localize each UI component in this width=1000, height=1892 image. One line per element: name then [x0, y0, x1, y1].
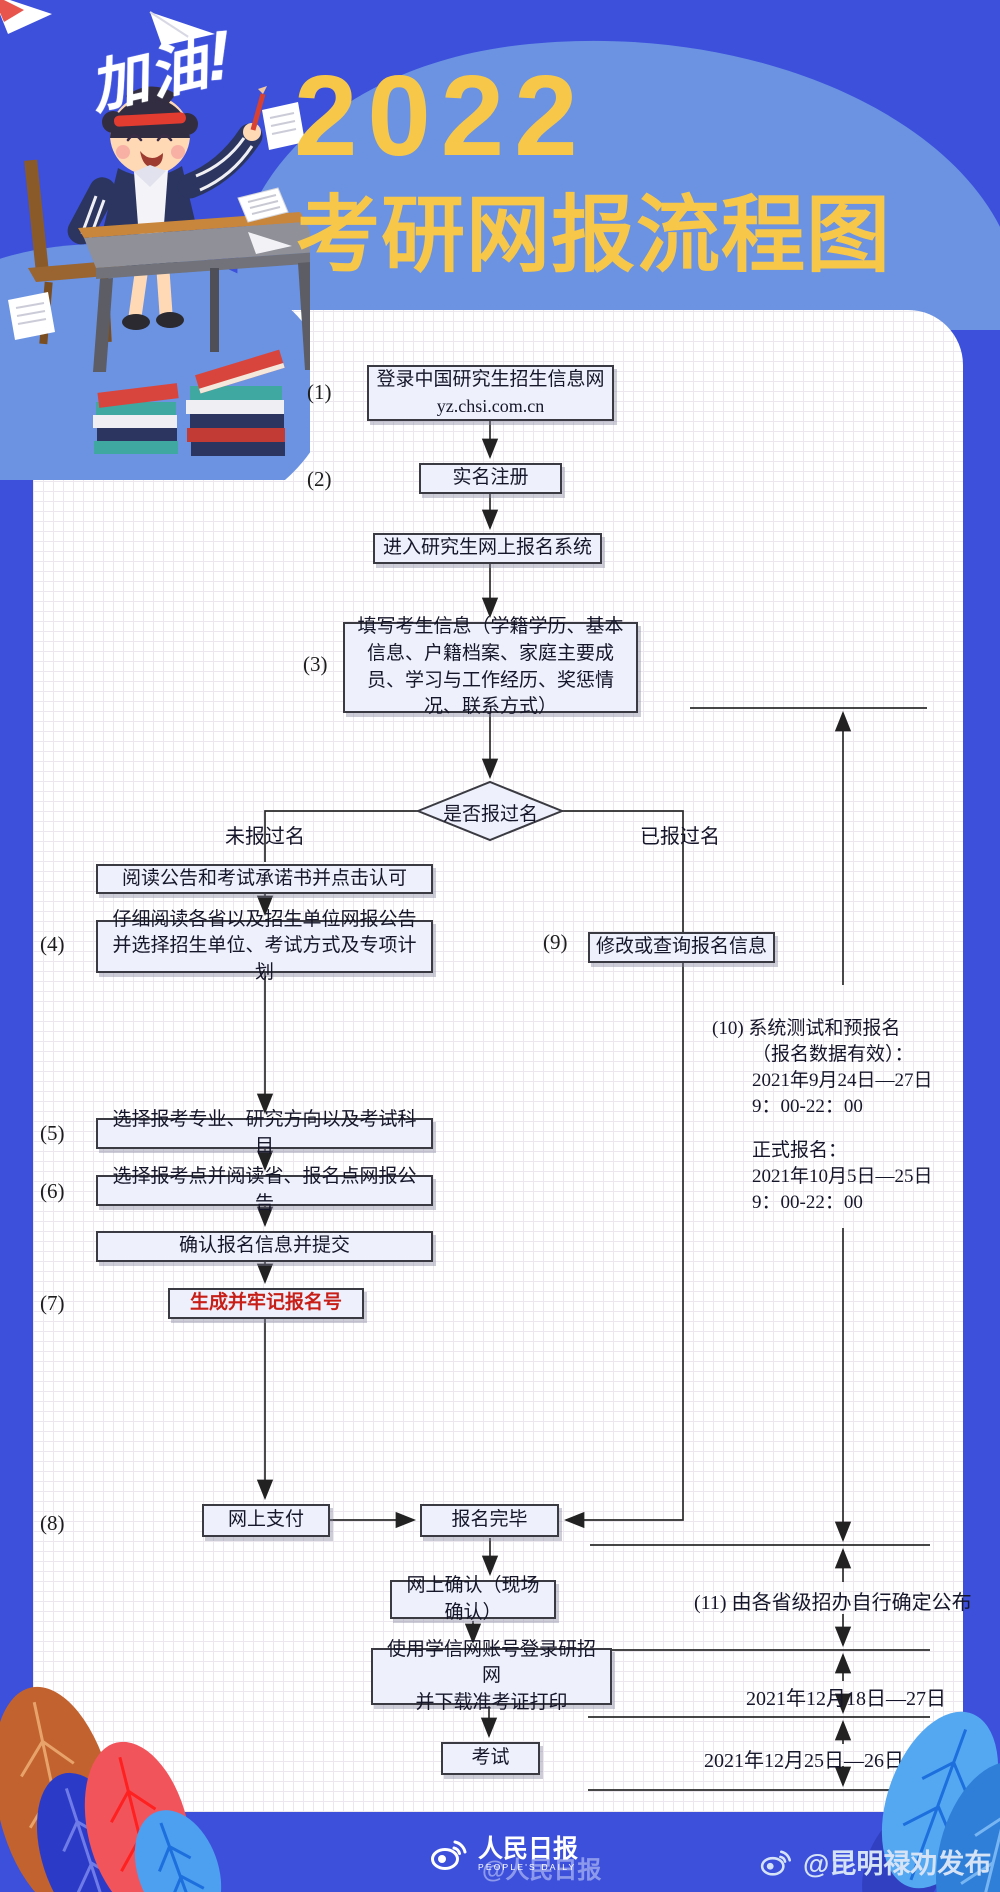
- step-fill-info-box: 填写考生信息（学籍学历、基本信息、户籍档案、家庭主要成员、学习与工作经历、奖惩情…: [343, 616, 638, 717]
- step-download-box: 使用学信网账号登录研招网 并下载准考证打印: [371, 1639, 612, 1713]
- title-year: 2022: [294, 53, 588, 180]
- step-choose-site-box: 选择报考点并阅读省、报名点网报公告: [96, 1166, 433, 1214]
- step-read-province-box: 仔细阅读各省以及招生单位网报公告 并选择招生单位、考试方式及专项计划: [96, 909, 433, 983]
- step-enter-system-box: 进入研究生网上报名系统: [373, 533, 602, 564]
- desk: [78, 187, 310, 372]
- step-number-6: (6): [40, 1179, 65, 1203]
- step-confirm-box: 网上确认（现场确认）: [390, 1575, 556, 1623]
- publisher-watermark: @昆明禄劝发布: [760, 1842, 991, 1881]
- step-number-3: (3): [303, 652, 328, 676]
- step-pay-box: 网上支付: [202, 1504, 330, 1537]
- decision-label: 是否报过名: [443, 804, 539, 825]
- step-register-box: 实名注册: [419, 463, 562, 494]
- annotation-11: (11) 由各省级招办自行确定公布: [694, 1592, 972, 1614]
- pencil-icon: [250, 93, 266, 131]
- step-exam-box: 考试: [441, 1742, 540, 1775]
- step-choose-major-box: 选择报考专业、研究方向以及考试科目: [96, 1109, 433, 1157]
- step-confirm-submit-box: 确认报名信息并提交: [96, 1231, 433, 1262]
- peoples-daily-watermark: @人民日报: [482, 1857, 602, 1884]
- bottom-left-leaves: [0, 1686, 222, 1892]
- step-number-1: (1): [307, 380, 332, 404]
- studying-student-illustration: [0, 0, 310, 480]
- step-number-9: (9): [543, 930, 568, 954]
- page-title: 考研网报流程图: [296, 188, 892, 282]
- peoples-daily-logo: 人民日报 PEOPLE'S DAILY: [430, 1836, 578, 1872]
- branch-yes-label: 已报过名: [640, 826, 720, 848]
- paper-plane-icon: [0, 0, 215, 46]
- book-stacks: [93, 349, 285, 456]
- floating-papers: [8, 102, 305, 340]
- step-number-8: (8): [40, 1511, 65, 1535]
- step-login-box: 登录中国研究生招生信息网 yz.chsi.com.cn: [367, 365, 614, 421]
- weibo-icon: [760, 1850, 792, 1876]
- step-number-7: (7): [40, 1291, 65, 1315]
- weibo-icon: [431, 1840, 467, 1871]
- branch-no-label: 未报过名: [225, 826, 305, 848]
- step-number-4: (4): [40, 932, 65, 956]
- step-number-2: (2): [307, 467, 332, 491]
- step-done-box: 报名完毕: [420, 1504, 559, 1537]
- step-get-number-box: 生成并牢记报名号: [168, 1288, 364, 1319]
- step-modify-box: 修改或查询报名信息: [588, 932, 775, 963]
- step-number-5: (5): [40, 1121, 65, 1145]
- step-read-notice-box: 阅读公告和考试承诺书并点击认可: [96, 864, 433, 894]
- annotation-10: (10) 系统测试和预报名 （报名数据有效）： 2021年9月24日—27日 9…: [712, 1018, 933, 1213]
